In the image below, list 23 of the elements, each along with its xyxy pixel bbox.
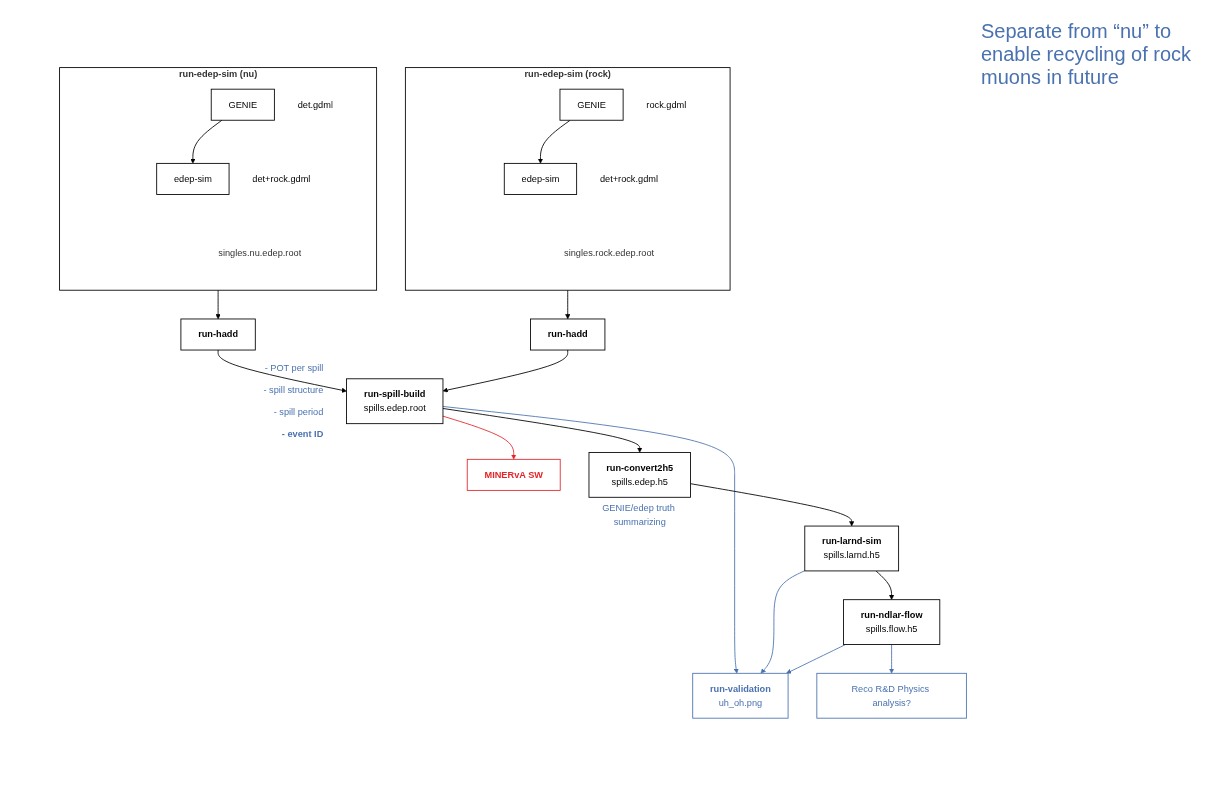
node-box: run-ndlar-flow spills.flow.h5 (843, 599, 941, 646)
node-box: GENIE (559, 88, 624, 121)
node-box: edep-sim (503, 163, 578, 195)
node-box: edep-sim (156, 163, 230, 195)
node-label: rock.gdml (646, 99, 687, 110)
node-box: run-hadd (530, 318, 606, 351)
note-text: Separate from “nu” to enable recycling of rock muons in future (981, 20, 1193, 89)
node-box: run-larnd-sim spills.larnd.h5 (804, 525, 900, 572)
node-box: Reco R&D Physics analysis? (816, 673, 967, 719)
node-label: - spill period (273, 407, 324, 417)
node-box: run-hadd (180, 318, 256, 351)
node-label: det+rock.gdml (252, 173, 311, 184)
node-box: run-convert2h5 spills.edep.h5 (588, 452, 691, 498)
node-box: run-spill-build spills.edep.root (346, 378, 444, 425)
node-box: GENIE (210, 88, 275, 121)
node-label: - POT per spill (264, 363, 324, 374)
node-label: det.gdml (297, 99, 333, 110)
node-label: - spill structure (263, 385, 324, 396)
node-label: - event ID (281, 428, 324, 439)
node-box: run-validation uh_oh.png (692, 673, 789, 719)
node-label: GENIE/edep truth summarizing (602, 503, 675, 527)
node-label: det+rock.gdml (599, 173, 658, 184)
node-box: MINERvA SW (466, 459, 561, 491)
